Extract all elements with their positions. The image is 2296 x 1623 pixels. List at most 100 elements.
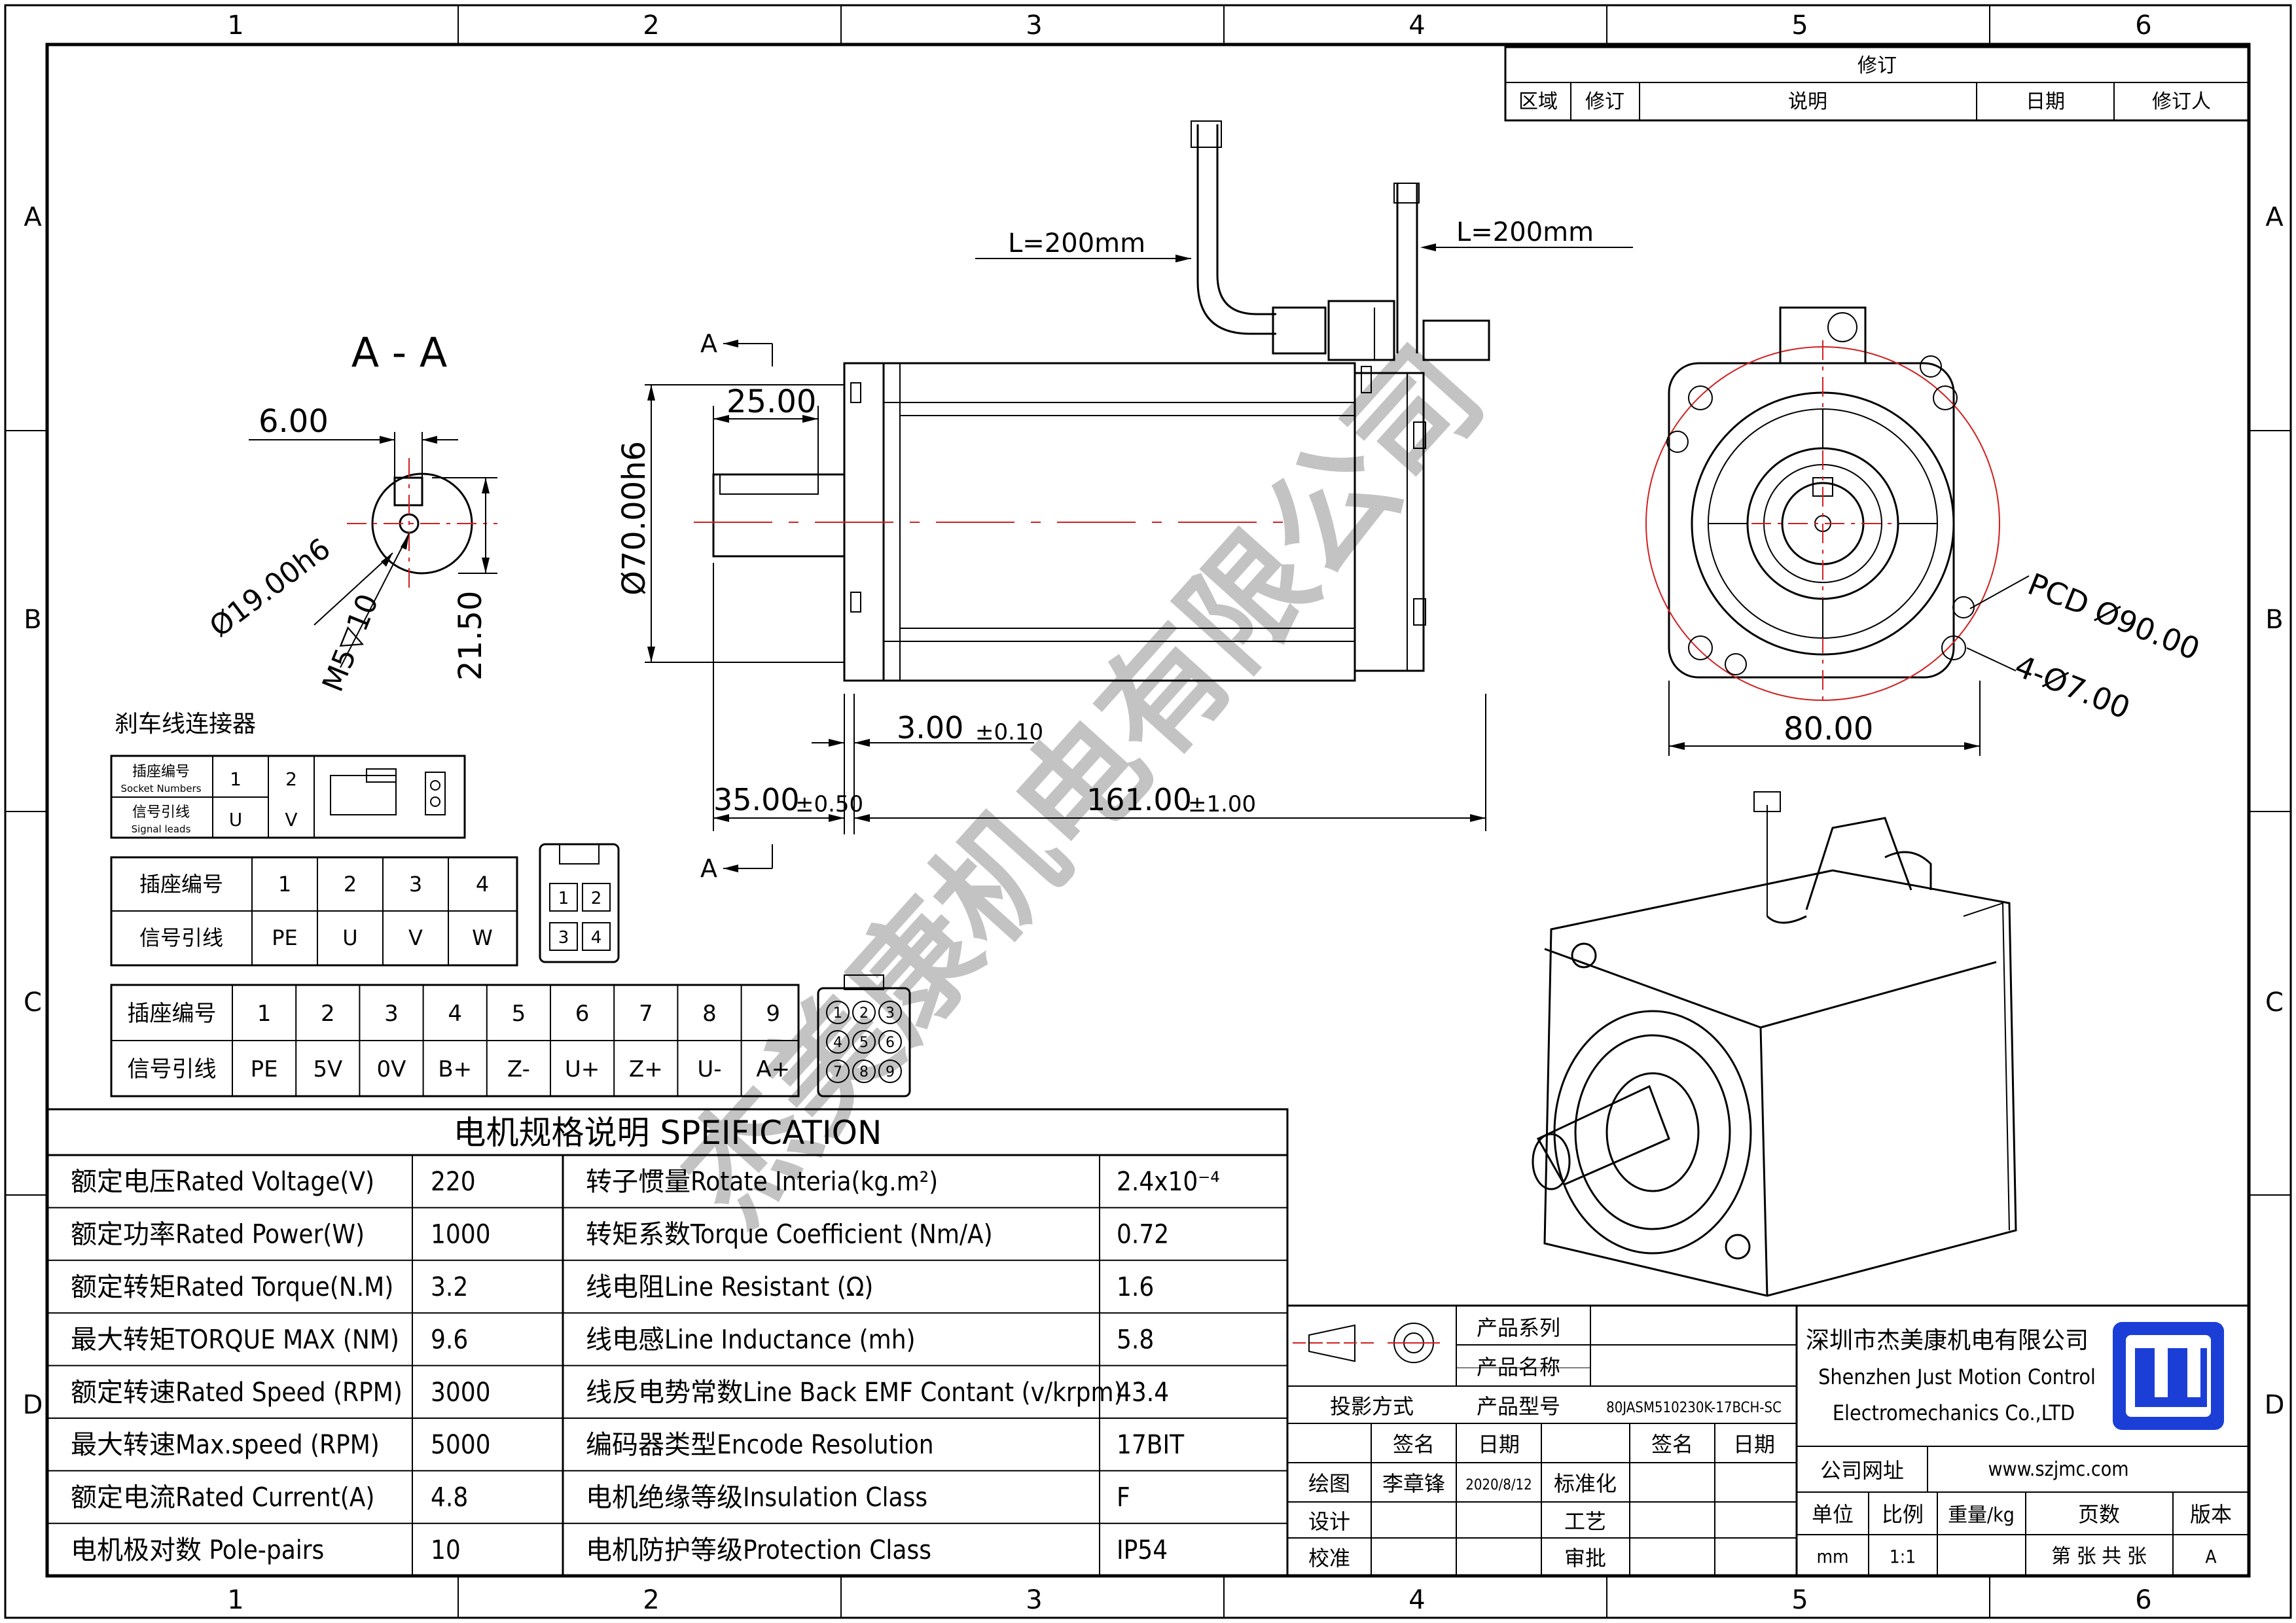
spec-row-label-8: 电机极对数 Pole-pairs [71,1535,324,1565]
brake-title: 刹车线连接器 [115,711,256,738]
zone-col-1: 1 [227,10,243,41]
zone-col-2-bottom: 2 [643,1585,659,1615]
brake-h1: 插座编号 [132,764,190,780]
tb-scale: 比例 [1882,1502,1924,1527]
section-width-dim: 6.00 [259,403,329,440]
power-plug-pin-4: 4 [591,928,602,948]
spec-row-value-5: 3000 [431,1378,491,1408]
tb-date-2: 日期 [1733,1432,1775,1457]
encoder-socket-4: 4 [448,1001,462,1027]
encoder-plug-pin-9: 9 [886,1064,895,1080]
encoder-plug-pin-ring [826,1030,850,1054]
tb-company-en1: Shenzhen Just Motion Control [1818,1364,2096,1389]
spec-row-label-right-3: 线电阻Line Resistant (Ω) [586,1272,873,1302]
zone-labels: 1 2 3 4 5 6 1 2 3 4 5 6 A B C D A B C D [23,10,2285,1615]
brake-h2-en: Signal leads [132,823,191,835]
spec-table: 电机规格说明 SPEIFICATION 额定电压Rated Voltage(V)… [46,1108,1289,1577]
power-lead-2: U [342,925,357,950]
spec-row-label-right-6: 编码器类型Encode Resolution [586,1430,934,1460]
spec-row-label-right-7: 电机绝缘等级Insulation Class [586,1483,927,1513]
spec-row-value-7: 4.8 [431,1483,468,1513]
tb-date: 日期 [1478,1432,1520,1457]
zone-row-d: D [23,1390,43,1420]
power-h2: 信号引线 [139,925,223,950]
spec-row-label-3: 额定转矩Rated Torque(N.M) [71,1272,393,1302]
power-lead-1: PE [272,925,298,950]
encoder-plug-icon [817,987,911,1097]
tb-name: 产品名称 [1477,1355,1560,1380]
encoder-plug-pin-5: 5 [859,1035,869,1051]
tb-check: 校准 [1308,1546,1350,1571]
shaft-length-dim: 25.00 [726,383,816,420]
tb-projection: 投影方式 [1330,1394,1414,1419]
encoder-h1: 插座编号 [128,1001,217,1027]
encoder-plug-pin-2: 2 [859,1005,869,1022]
brake-socket-1: 1 [230,768,242,790]
power-plug-pin-3: 3 [558,928,569,948]
spec-row-value-right-5: 43.4 [1117,1378,1169,1408]
encoder-plug-pin-ring [852,1030,876,1054]
zone-col-4: 4 [1408,10,1425,41]
spec-row-label-right-1: 转子惯量Rotate Interia(kg.m²) [586,1167,938,1197]
tb-model-label: 产品型号 [1477,1394,1560,1419]
zone-col-1-bottom: 1 [227,1585,243,1615]
encoder-lead-3: 0V [377,1056,406,1082]
spec-row-value-8: 10 [431,1535,461,1565]
encoder-socket-2: 2 [321,1001,335,1027]
spec-title: 电机规格说明 SPEIFICATION [454,1114,882,1152]
encoder-lead-8: U- [697,1056,721,1082]
encoder-lead-6: U+ [565,1056,600,1082]
revision-h-date: 日期 [2026,90,2065,113]
brake-connector: 刹车线连接器 插座编号 Socket Numbers 信号引线 Signal l… [110,711,466,839]
brake-lead-2: V [285,809,297,830]
zone-row-b: B [24,605,41,635]
tb-web-label: 公司网址 [1820,1458,1904,1483]
zone-row-c-right: C [2265,988,2284,1018]
section-height-dim: 21.50 [452,591,489,681]
spec-row-value-right-6: 17BIT [1117,1430,1185,1460]
encoder-socket-3: 3 [384,1001,399,1027]
company-logo [2113,1322,2224,1430]
brake-lead-1: U [229,809,243,830]
spec-row-value-right-4: 5.8 [1117,1325,1154,1355]
power-socket-1: 1 [278,872,291,897]
spec-row-value-right-3: 1.6 [1117,1272,1154,1302]
tb-scale-value: 1:1 [1890,1546,1916,1567]
body-dia-dim: Ø70.00h6 [616,441,653,596]
revision-h-desc: 说明 [1788,90,1827,113]
spec-row-label-right-5: 线反电势常数Line Back EMF Contant (v/krpm) [586,1378,1123,1408]
spec-row-value-2: 1000 [431,1220,491,1250]
spec-row-label-2: 额定功率Rated Power(W) [71,1220,365,1250]
spec-row-value-right-1: 2.4x10⁻⁴ [1117,1167,1220,1197]
zone-row-a: A [24,202,42,232]
encoder-socket-8: 8 [702,1001,717,1027]
encoder-socket-1: 1 [257,1001,272,1027]
encoder-h2: 信号引线 [128,1056,217,1082]
spec-row-label-right-8: 电机防护等级Protection Class [586,1535,931,1565]
power-h1: 插座编号 [139,872,223,897]
tb-std: 标准化 [1554,1471,1617,1496]
encoder-lead-4: B+ [438,1056,472,1082]
power-socket-3: 3 [409,872,422,897]
brake-h1-en: Socket Numbers [120,783,201,794]
zone-row-c: C [24,988,42,1018]
revision-title: 修订 [1857,54,1897,77]
encoder-plug-pin-8: 8 [859,1064,869,1080]
zone-col-5: 5 [1791,10,1808,41]
encoder-socket-7: 7 [639,1001,653,1027]
tb-weight: 重量/kg [1948,1504,2015,1527]
zone-row-a-right: A [2265,202,2284,232]
section-title: A - A [351,329,448,376]
encoder-lead-9: A+ [756,1056,790,1082]
revision-h-zone: 区域 [1518,90,1558,113]
encoder-lead-2: 5V [313,1056,342,1082]
spec-row-label-right-4: 线电感Line Inductance (mh) [586,1325,916,1355]
encoder-plug-pin-3: 3 [886,1005,895,1022]
section-mark-top: A [700,329,717,358]
encoder-plug-pin-6: 6 [886,1035,895,1051]
shaft-extension-tol: ±0.50 [795,791,863,817]
spec-row-value-4: 9.6 [431,1325,468,1355]
spec-row-label-right-2: 转矩系数Torque Coefficient (Nm/A) [586,1220,993,1250]
brake-h2: 信号引线 [132,804,190,821]
